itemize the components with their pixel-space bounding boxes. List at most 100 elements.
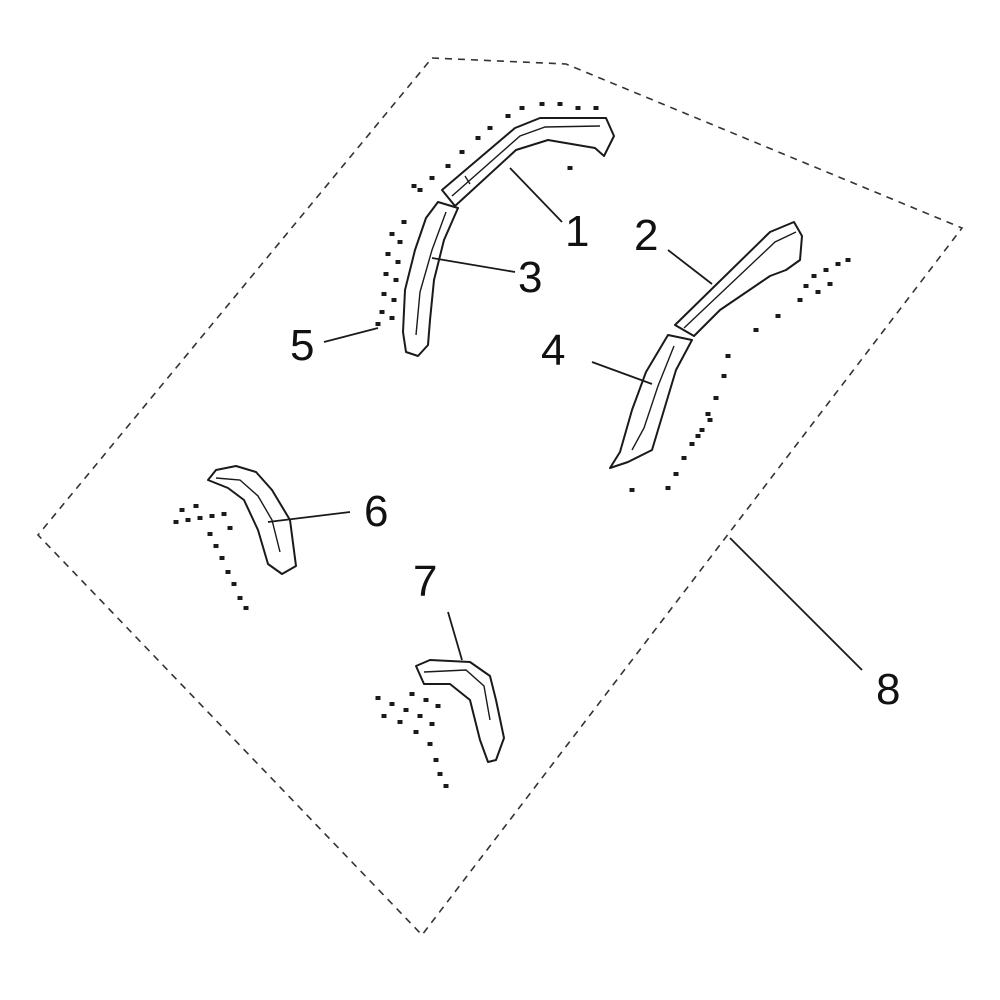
fastener	[393, 278, 399, 282]
fastener	[707, 418, 713, 422]
fastener	[429, 722, 435, 726]
fastener	[487, 126, 493, 130]
fastener	[673, 472, 679, 476]
fastener	[227, 526, 233, 530]
leader-8	[729, 537, 863, 671]
leader-1	[509, 167, 563, 223]
fastener	[417, 714, 423, 718]
fastener	[689, 442, 695, 446]
fastener	[237, 596, 243, 600]
fastener	[375, 696, 381, 700]
callout-3: 3	[518, 253, 542, 302]
fastener	[379, 310, 385, 314]
fastener	[725, 354, 731, 358]
callout-6: 6	[364, 487, 388, 536]
fastener	[505, 114, 511, 118]
fastener	[389, 232, 395, 236]
fastener	[225, 570, 231, 574]
fastener	[699, 428, 705, 432]
fastener	[775, 314, 781, 318]
fastener	[179, 508, 185, 512]
callout-1: 1	[565, 207, 589, 256]
fastener	[397, 240, 403, 244]
fastener	[381, 714, 387, 718]
callout-5: 5	[290, 321, 314, 370]
leader-7	[447, 611, 463, 661]
leader-5	[323, 327, 379, 343]
fastener	[173, 520, 179, 524]
part-2-rear-upper-flare	[674, 221, 803, 337]
fastener	[427, 742, 433, 746]
fastener	[197, 516, 203, 520]
part-7-mud-guard	[415, 659, 505, 763]
fastener	[695, 434, 701, 438]
fastener	[209, 514, 215, 518]
fastener	[815, 290, 821, 294]
fastener	[629, 488, 635, 492]
fastener	[811, 274, 817, 278]
leader-4	[591, 361, 653, 385]
fastener	[389, 316, 395, 320]
fastener	[705, 412, 711, 416]
fastener	[243, 606, 249, 610]
leader-2	[667, 249, 713, 285]
fastener	[753, 328, 759, 332]
fastener	[575, 106, 581, 110]
fastener	[557, 102, 563, 106]
fastener	[713, 396, 719, 400]
fastener	[797, 298, 803, 302]
fastener	[539, 102, 545, 106]
fastener	[445, 164, 451, 168]
fastener	[231, 582, 237, 586]
fastener	[411, 184, 417, 188]
fastener	[681, 456, 687, 460]
fastener	[823, 268, 829, 272]
part-6-mud-guard	[207, 465, 297, 575]
part-4-rear-lower-flare	[609, 334, 693, 469]
fastener	[385, 252, 391, 256]
fastener	[213, 544, 219, 548]
fastener	[827, 282, 833, 286]
fastener	[803, 284, 809, 288]
fastener	[193, 504, 199, 508]
leader-3	[431, 257, 516, 273]
fastener	[417, 188, 423, 192]
fastener	[391, 298, 397, 302]
fastener	[475, 136, 481, 140]
fastener	[567, 166, 573, 170]
fastener	[219, 556, 225, 560]
part-1-front-upper-flare	[441, 117, 615, 207]
fastener	[397, 720, 403, 724]
fastener	[401, 220, 407, 224]
fastener	[413, 730, 419, 734]
fastener	[835, 262, 841, 266]
fastener-hardware	[173, 102, 851, 788]
fastener	[435, 704, 441, 708]
fastener	[437, 772, 443, 776]
callout-4: 4	[541, 326, 565, 375]
callout-2: 2	[634, 211, 658, 260]
fastener	[845, 258, 851, 262]
part-3-front-lower-flare	[402, 201, 459, 357]
fastener	[721, 374, 727, 378]
fastener	[381, 292, 387, 296]
fastener	[207, 532, 213, 536]
fastener	[409, 692, 415, 696]
callout-7: 7	[413, 557, 437, 606]
fastener	[221, 512, 227, 516]
fastener	[665, 486, 671, 490]
fastener	[443, 784, 449, 788]
fastener	[395, 260, 401, 264]
callout-8: 8	[876, 665, 900, 714]
fastener	[593, 106, 599, 110]
kit-boundary-outline	[36, 57, 964, 937]
fastener	[459, 150, 465, 154]
fastener	[375, 322, 381, 326]
fastener	[433, 758, 439, 762]
leader-6	[267, 511, 351, 523]
fastener	[429, 176, 435, 180]
fastener	[185, 518, 191, 522]
fastener	[403, 708, 409, 712]
fastener	[383, 272, 389, 276]
